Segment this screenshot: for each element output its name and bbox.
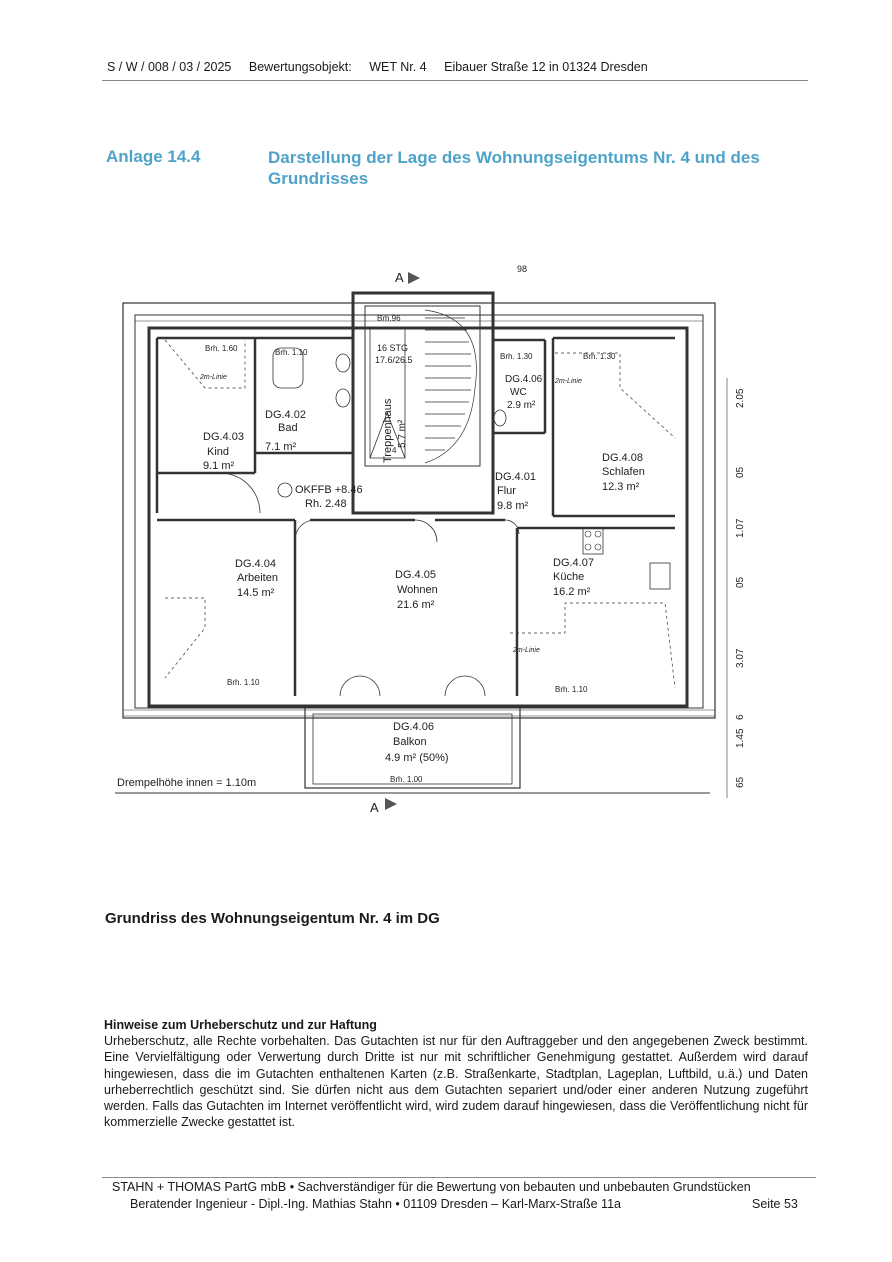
top-mark: 98 bbox=[517, 264, 527, 274]
section-marker-bottom: A bbox=[370, 798, 397, 815]
room-area-wc: 2.9 m² bbox=[507, 400, 536, 411]
dim-label: 6 bbox=[735, 714, 746, 720]
room-area-balkon: 4.9 m² (50%) bbox=[385, 752, 449, 764]
room-name-schlafen: Schlafen bbox=[602, 466, 645, 478]
brh-arbeiten: Brh. 1.10 bbox=[227, 678, 260, 687]
stair-steps: 16 STG bbox=[377, 343, 408, 353]
rh-level: Rh. 2.48 bbox=[305, 498, 347, 510]
dim-label: 1.45 bbox=[735, 728, 746, 748]
room-id-balkon: DG.4.06 bbox=[393, 721, 434, 733]
object-address: Eibauer Straße 12 in 01324 Dresden bbox=[444, 60, 648, 74]
object-label: Bewertungsobjekt: bbox=[248, 60, 352, 74]
room-id-wohnen: DG.4.05 bbox=[395, 569, 436, 581]
dim-label: 2.05 bbox=[735, 388, 746, 408]
room-id-bad: DG.4.02 bbox=[265, 409, 306, 421]
notice-text: Urheberschutz, alle Rechte vorbehalten. … bbox=[104, 1034, 808, 1130]
stair-number: 4 bbox=[392, 446, 397, 455]
brh-schlafen: Brh. 1.30 bbox=[583, 352, 616, 361]
notice-heading: Hinweise zum Urheberschutz und zur Haftu… bbox=[104, 1018, 377, 1032]
footer-divider bbox=[102, 1177, 816, 1178]
two-meter-line-label: 2m-Linie bbox=[512, 647, 540, 654]
room-area-arbeiten: 14.5 m² bbox=[237, 587, 275, 599]
stair-ratio: 17.6/26.5 bbox=[375, 355, 413, 365]
room-id-kueche: DG.4.07 bbox=[553, 557, 594, 569]
footer-company: STAHN + THOMAS PartG mbB • Sachverständi… bbox=[112, 1180, 751, 1194]
room-name-balkon: Balkon bbox=[393, 736, 427, 748]
brh-stair: Brh.96 bbox=[377, 314, 401, 323]
room-name-arbeiten: Arbeiten bbox=[237, 572, 278, 584]
room-name-kueche: Küche bbox=[553, 571, 584, 583]
room-id-schlafen: DG.4.08 bbox=[602, 452, 643, 464]
dim-label: 3.07 bbox=[735, 648, 746, 668]
floor-plan: A A 98 DG.4.03 Kind 9.1 m² DG.4.02 Bad 7… bbox=[115, 258, 755, 848]
floor-plan-drawing: A A 98 DG.4.03 Kind 9.1 m² DG.4.02 Bad 7… bbox=[115, 264, 746, 815]
room-name-flur: Flur bbox=[497, 485, 516, 497]
room-area-schlafen: 12.3 m² bbox=[602, 481, 640, 493]
room-id-wc: DG.4.06 bbox=[505, 374, 543, 385]
two-meter-line-label: 2m-Linie bbox=[199, 374, 227, 381]
footer-address: Beratender Ingenieur - Dipl.-Ing. Mathia… bbox=[130, 1197, 621, 1211]
svg-text:A: A bbox=[395, 270, 404, 285]
page-number: Seite 53 bbox=[752, 1197, 798, 1211]
section-marker-top: A bbox=[395, 270, 420, 285]
report-reference: S / W / 008 / 03 / 2025 bbox=[107, 60, 232, 74]
brh-kueche: Brh. 1.10 bbox=[555, 685, 588, 694]
brh-balkon: Brh. 1.00 bbox=[390, 775, 423, 784]
room-area-bad: 7.1 m² bbox=[265, 441, 297, 453]
stair-area: 5.7 m² bbox=[397, 419, 408, 448]
room-name-bad: Bad bbox=[278, 422, 298, 434]
okffb-level: OKFFB +8.46 bbox=[295, 484, 363, 496]
page-header: S / W / 008 / 03 / 2025 Bewertungsobjekt… bbox=[107, 60, 807, 74]
room-name-wohnen: Wohnen bbox=[397, 584, 438, 596]
dim-label: 05 bbox=[735, 466, 746, 478]
drempel-height: Drempelhöhe innen = 1.10m bbox=[117, 777, 256, 789]
room-area-kind: 9.1 m² bbox=[203, 460, 235, 472]
dim-label: 1.07 bbox=[735, 518, 746, 538]
brh-kind: Brh. 1.60 bbox=[205, 344, 238, 353]
room-area-wohnen: 21.6 m² bbox=[397, 599, 435, 611]
stair-label: Treppenhaus bbox=[382, 398, 394, 463]
dim-label: 65 bbox=[735, 776, 746, 788]
room-name-kind: Kind bbox=[207, 446, 229, 458]
two-meter-line-label: 2m-Linie bbox=[554, 378, 582, 385]
room-id-arbeiten: DG.4.04 bbox=[235, 558, 276, 570]
room-area-kueche: 16.2 m² bbox=[553, 586, 591, 598]
svg-text:A: A bbox=[370, 800, 379, 815]
brh-wc: Brh. 1.30 bbox=[500, 352, 533, 361]
room-area-flur: 9.8 m² bbox=[497, 500, 529, 512]
room-id-kind: DG.4.03 bbox=[203, 431, 244, 443]
room-id-flur: DG.4.01 bbox=[495, 471, 536, 483]
brh-bad: Brh. 1.10 bbox=[275, 348, 308, 357]
dim-label: 05 bbox=[735, 576, 746, 588]
header-divider bbox=[102, 80, 808, 81]
section-title: Darstellung der Lage des Wohnungseigentu… bbox=[268, 148, 760, 188]
section-number: Anlage 14.4 bbox=[106, 147, 201, 166]
object-value: WET Nr. 4 bbox=[369, 60, 427, 74]
figure-caption: Grundriss des Wohnungseigentum Nr. 4 im … bbox=[105, 910, 440, 927]
footer-contact: Beratender Ingenieur - Dipl.-Ing. Mathia… bbox=[130, 1197, 798, 1211]
room-name-wc: WC bbox=[510, 387, 527, 398]
